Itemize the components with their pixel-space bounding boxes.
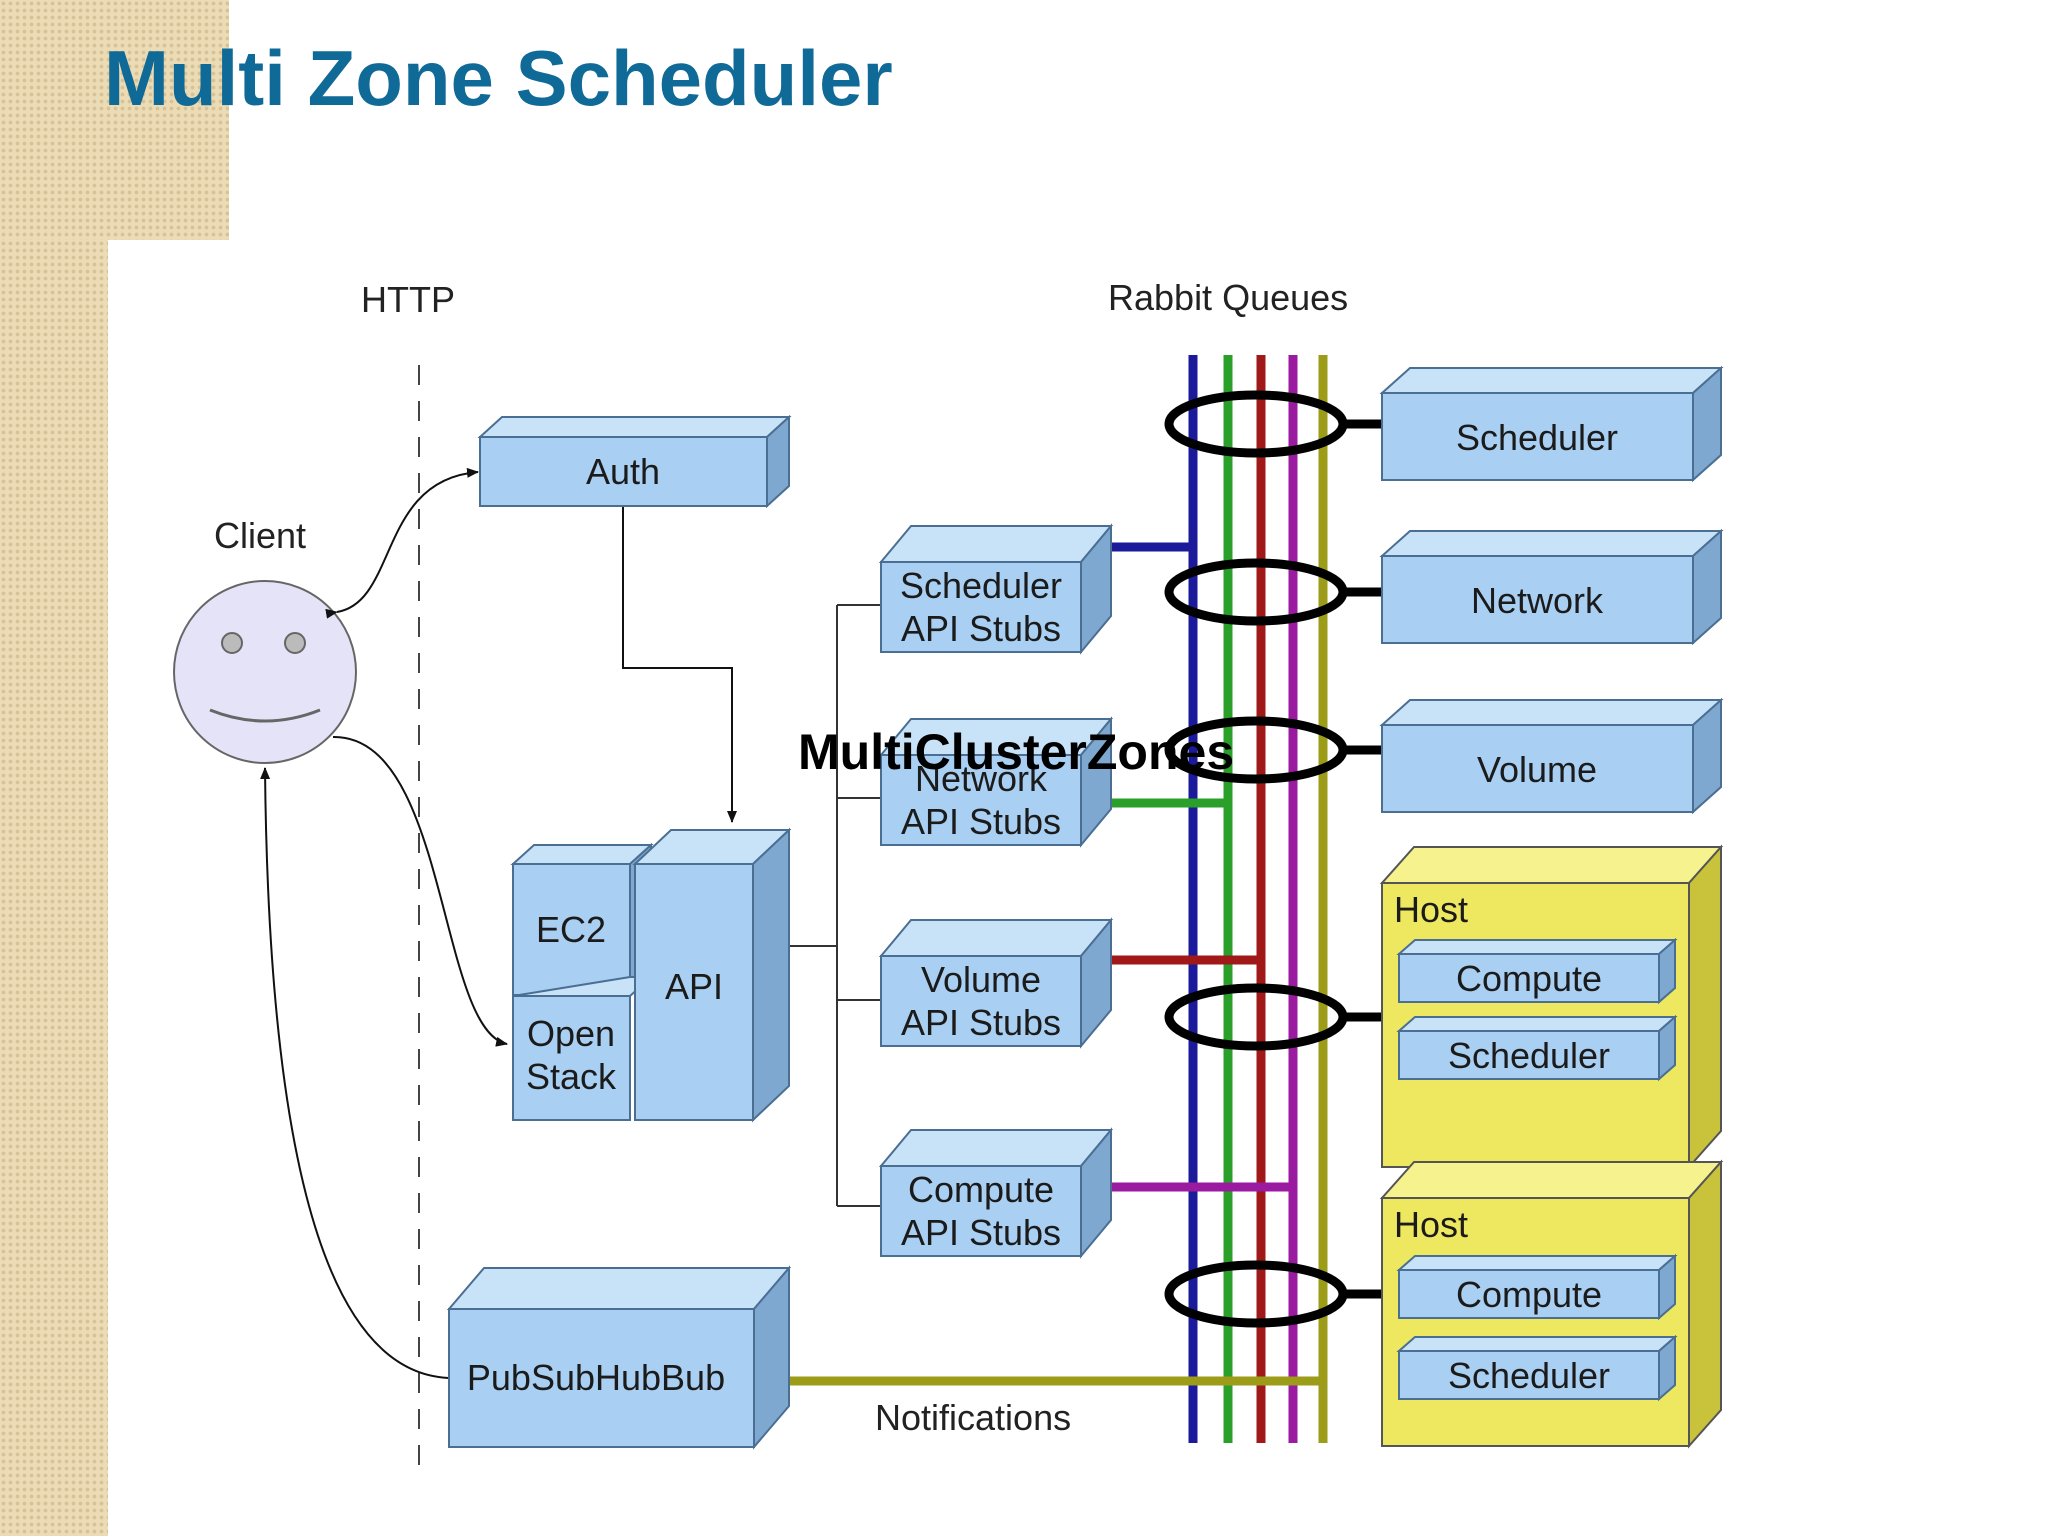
notifications-label: Notifications (875, 1397, 1071, 1438)
auth-box: Auth (477, 414, 792, 509)
compute-api-stubs-box: Compute API Stubs (878, 1127, 1114, 1259)
host-1-compute-label: Compute (1456, 958, 1602, 999)
host-2-scheduler-label: Scheduler (1448, 1355, 1610, 1396)
host-2-title: Host (1394, 1204, 1468, 1245)
api-box: API (632, 827, 792, 1123)
network-service-box: Network (1379, 528, 1724, 646)
client-smiley-icon (173, 580, 357, 764)
scheduler-service-box: Scheduler (1379, 365, 1724, 483)
openstack-label-line2: Stack (526, 1056, 617, 1097)
host-box-2: Host Compute Scheduler (1379, 1159, 1724, 1449)
host-1-scheduler-label: Scheduler (1448, 1035, 1610, 1076)
scheduler-stub-label-line1: Scheduler (900, 565, 1062, 606)
volume-service-label: Volume (1477, 749, 1597, 790)
pubsub-box: PubSubHubBub (446, 1265, 792, 1450)
openstack-label-line1: Open (527, 1013, 615, 1054)
multiclusterzones-overlay-label: MultiClusterZones (798, 724, 1234, 780)
rabbit-queue-lines (1188, 355, 1328, 1443)
auth-label: Auth (586, 451, 660, 492)
network-api-stubs-box: Network API Stubs (878, 716, 1114, 848)
compute-stub-label-line2: API Stubs (901, 1212, 1061, 1253)
api-stub-connectors (789, 604, 881, 1207)
rabbit-queues-label: Rabbit Queues (1108, 277, 1348, 318)
host-2-compute-label: Compute (1456, 1274, 1602, 1315)
ec2-label: EC2 (536, 909, 606, 950)
compute-stub-label-line1: Compute (908, 1169, 1054, 1210)
openstack-box: Open Stack (512, 976, 654, 1121)
volume-stub-label-line2: API Stubs (901, 1002, 1061, 1043)
http-label: HTTP (361, 279, 455, 320)
pubsub-client-connector (260, 767, 456, 1380)
host-1-title: Host (1394, 889, 1468, 930)
pubsub-label: PubSubHubBub (467, 1357, 725, 1398)
client-openstack-connector (332, 735, 508, 1047)
volume-stub-label-line1: Volume (921, 959, 1041, 1000)
api-label: API (665, 966, 723, 1007)
volume-api-stubs-box: Volume API Stubs (878, 917, 1114, 1049)
auth-api-connector (622, 506, 737, 823)
queue-service-links (1343, 419, 1382, 1299)
volume-service-box: Volume (1379, 697, 1724, 815)
scheduler-stub-label-line2: API Stubs (901, 608, 1061, 649)
network-stub-label-line2: API Stubs (901, 801, 1061, 842)
page-title: Multi Zone Scheduler (104, 34, 893, 122)
background-pattern-left (0, 240, 108, 1536)
scheduler-api-stubs-box: Scheduler API Stubs (878, 523, 1114, 655)
client-label: Client (214, 515, 306, 556)
client-auth-connector (325, 467, 479, 619)
network-service-label: Network (1471, 580, 1604, 621)
architecture-diagram: HTTP Rabbit Queues Client Notif (173, 277, 1724, 1468)
host-box-1: Host Compute Scheduler (1379, 844, 1724, 1170)
stub-queue-connectors (1111, 542, 1293, 1192)
ec2-box: EC2 (510, 842, 654, 998)
scheduler-service-label: Scheduler (1456, 417, 1618, 458)
network-stub-label-line1: Network (915, 758, 1048, 799)
background-pattern-top (0, 0, 229, 240)
